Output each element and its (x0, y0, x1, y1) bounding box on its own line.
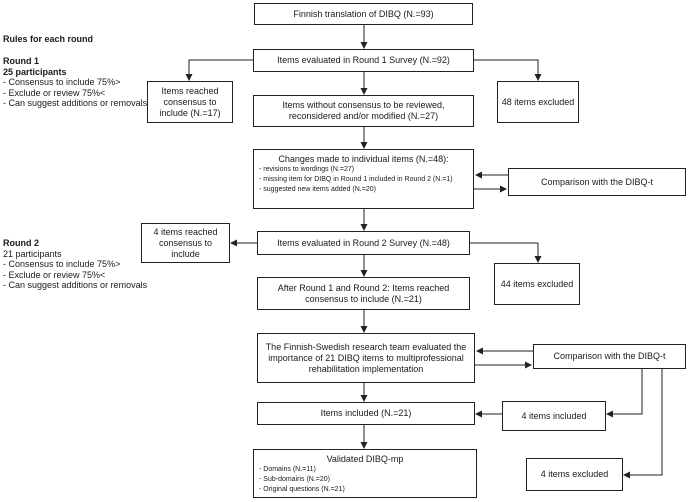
arrow-to-round2-excluded (470, 242, 542, 263)
box-validated: Validated DIBQ-mp Domains (N.=11) Sub-do… (253, 449, 477, 498)
round2-rules-list: Consensus to include 75%> Exclude or rev… (3, 259, 153, 291)
box-after-rounds: After Round 1 and Round 2: Items reached… (257, 277, 470, 310)
round1-title: Round 1 (3, 56, 39, 66)
box-round1-survey: Items evaluated in Round 1 Survey (N.=92… (253, 49, 474, 72)
box-without-consensus: Items without consensus to be reviewed, … (253, 95, 474, 127)
box-round2-excluded: 44 items excluded (494, 263, 580, 305)
arrow-comparison2-to-four-included (606, 369, 643, 418)
arrow-to-round1-consensus (185, 59, 253, 81)
validated-item: Original questions (N.=21) (259, 485, 471, 495)
box-items-included: Items included (N.=21) (257, 402, 475, 425)
box-round1-consensus: Items reached consensus to include (N.=1… (147, 81, 233, 123)
arrow-comparison2-to-four-excluded (623, 369, 663, 479)
box-four-excluded: 4 items excluded (526, 458, 623, 491)
box-round2-survey: Items evaluated in Round 2 Survey (N.=48… (257, 231, 470, 255)
round1-rules-list: Consensus to include 75%> Exclude or rev… (3, 77, 153, 109)
validated-title: Validated DIBQ-mp (326, 454, 404, 464)
changes-title: Changes made to individual items (N.=48)… (278, 154, 449, 164)
changes-item: revisions to wordings (N.=27) (259, 165, 468, 175)
box-four-included: 4 items included (502, 401, 606, 431)
box-round2-consensus: 4 items reached consensus to include (141, 223, 230, 263)
validated-item: Sub-domains (N.=20) (259, 475, 471, 485)
round2-participants: 21 participants (3, 248, 62, 259)
changes-item: missing item for DIBQ in Round 1 include… (259, 175, 468, 185)
round1-rule: Consensus to include 75%> (3, 77, 153, 88)
rules-round2: Round 2 21 participants Consensus to inc… (3, 238, 153, 291)
round2-rule: Consensus to include 75%> (3, 259, 153, 270)
box-changes: Changes made to individual items (N.=48)… (253, 149, 474, 209)
round1-participants: 25 participants (3, 66, 67, 77)
rules-heading: Rules for each round (3, 34, 94, 44)
validated-item: Domains (N.=11) (259, 465, 471, 475)
box-finnish-translation: Finnish translation of DIBQ (N.=93) (254, 3, 473, 25)
round1-rule: Exclude or review 75%< (3, 88, 153, 99)
validated-list: Domains (N.=11) Sub-domains (N.=20) Orig… (259, 465, 471, 495)
changes-item: suggested new items added (N.=20) (259, 185, 468, 195)
round2-title: Round 2 (3, 238, 39, 248)
box-comparison-2: Comparison with the DIBQ-t (533, 344, 686, 369)
round1-rule: Can suggest additions or removals (3, 98, 153, 109)
arrow-to-round1-excluded (474, 59, 542, 81)
box-round1-excluded: 48 items excluded (497, 81, 579, 123)
rules-round1: Round 1 25 participants Consensus to inc… (3, 56, 153, 109)
box-comparison-1: Comparison with the DIBQ-t (508, 168, 686, 196)
round2-rule: Exclude or review 75%< (3, 270, 153, 281)
round2-rule: Can suggest additions or removals (3, 280, 153, 291)
box-research-team: The Finnish-Swedish research team evalua… (257, 333, 475, 383)
changes-list: revisions to wordings (N.=27) missing it… (259, 165, 468, 195)
